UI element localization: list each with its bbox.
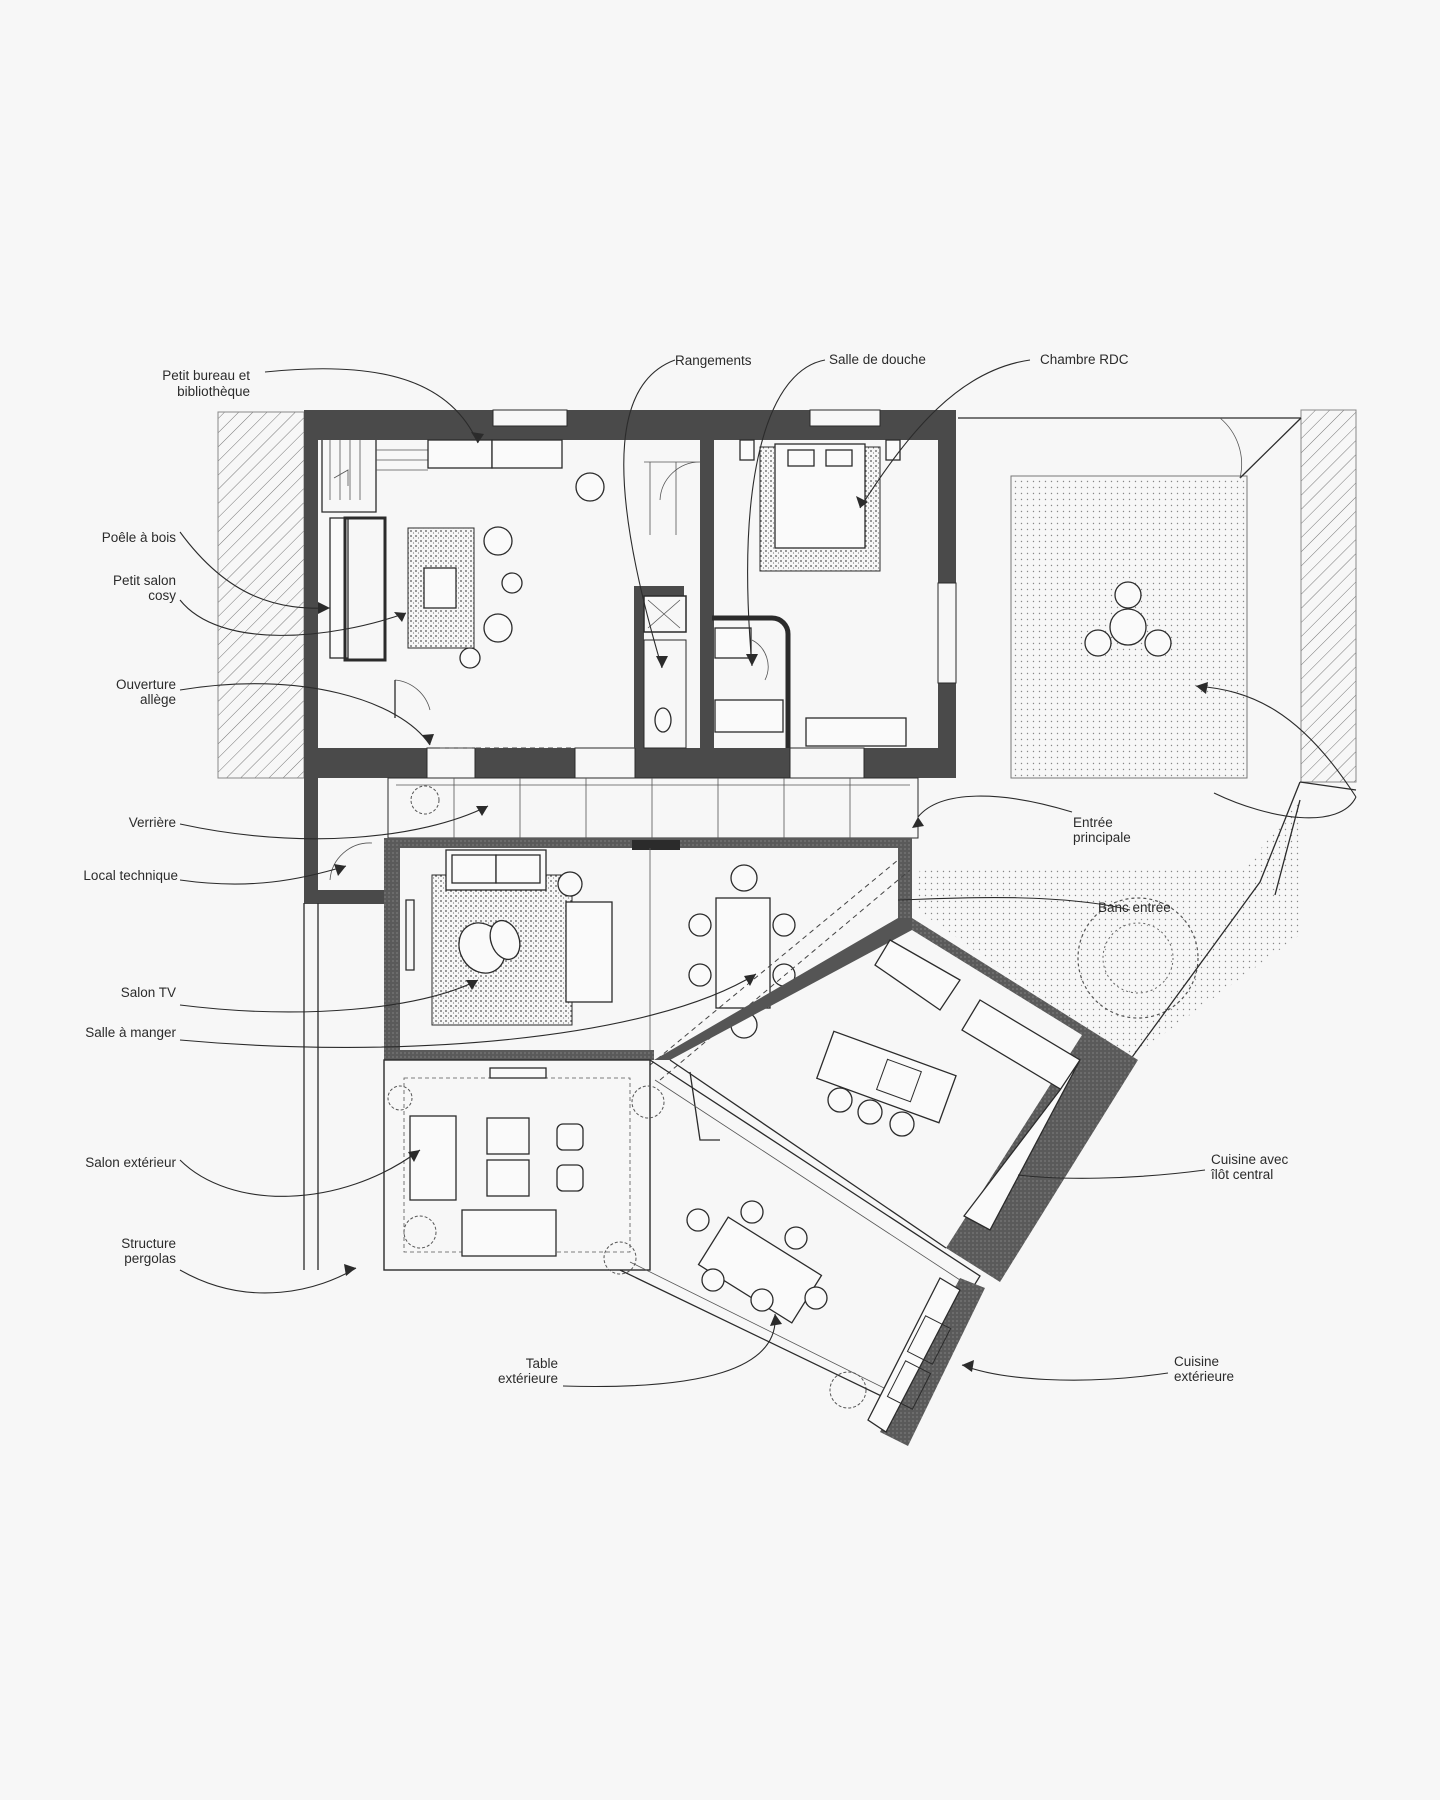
label-cuisine-1: Cuisine avec xyxy=(1211,1152,1289,1167)
desk xyxy=(427,439,493,469)
sofa-right xyxy=(565,901,613,1003)
label-chambre: Chambre RDC xyxy=(1040,352,1129,367)
garden-table-group xyxy=(1084,581,1172,657)
shower-room xyxy=(712,615,791,748)
label-petit-bureau-1: Petit bureau et xyxy=(162,368,250,383)
hatched-wall-right xyxy=(1300,409,1357,783)
entry-garden xyxy=(915,800,1300,1060)
kitchen xyxy=(654,918,1138,1282)
leader-lines xyxy=(179,359,1357,1388)
garden-tree xyxy=(1077,897,1199,1019)
label-rangements: Rangements xyxy=(675,353,752,368)
stairs xyxy=(321,440,428,513)
bedroom xyxy=(739,439,907,747)
label-structure-2: pergolas xyxy=(124,1251,176,1266)
label-ouverture-2: allège xyxy=(140,692,176,707)
label-cuisine-2: îlôt central xyxy=(1210,1167,1273,1182)
label-cuisine-ext-1: Cuisine xyxy=(1174,1354,1219,1369)
hatched-wall-left xyxy=(217,411,305,779)
label-table-ext-1: Table xyxy=(526,1356,558,1371)
outdoor-kitchen xyxy=(867,1277,985,1446)
verriere xyxy=(387,777,919,839)
outdoor-salon xyxy=(383,1059,651,1271)
label-petit-salon-2: cosy xyxy=(148,588,176,603)
label-salle-douche: Salle de douche xyxy=(829,352,926,367)
label-entree-1: Entrée xyxy=(1073,815,1113,830)
label-petit-salon-1: Petit salon xyxy=(113,573,176,588)
label-petit-bureau-2: bibliothèque xyxy=(177,384,250,399)
label-salle-manger: Salle à manger xyxy=(85,1025,176,1040)
arrowheads xyxy=(318,432,1208,1372)
label-verriere: Verrière xyxy=(129,815,176,830)
label-entree-2: principale xyxy=(1073,830,1131,845)
label-cuisine-ext-2: extérieure xyxy=(1174,1369,1234,1384)
label-banc: Banc entrée xyxy=(1098,900,1171,915)
storage-wc xyxy=(634,461,701,749)
label-salon-tv: Salon TV xyxy=(121,985,176,1000)
label-structure-1: Structure xyxy=(121,1236,176,1251)
label-poele: Poêle à bois xyxy=(102,530,177,545)
label-ouverture-1: Ouverture xyxy=(116,677,176,692)
plants xyxy=(387,785,867,1409)
label-table-ext-2: extérieure xyxy=(498,1371,558,1386)
label-salon-ext: Salon extérieur xyxy=(85,1155,176,1170)
label-local-technique: Local technique xyxy=(83,868,178,883)
labels: Petit bureau et bibliothèque Rangements … xyxy=(83,352,1288,1386)
